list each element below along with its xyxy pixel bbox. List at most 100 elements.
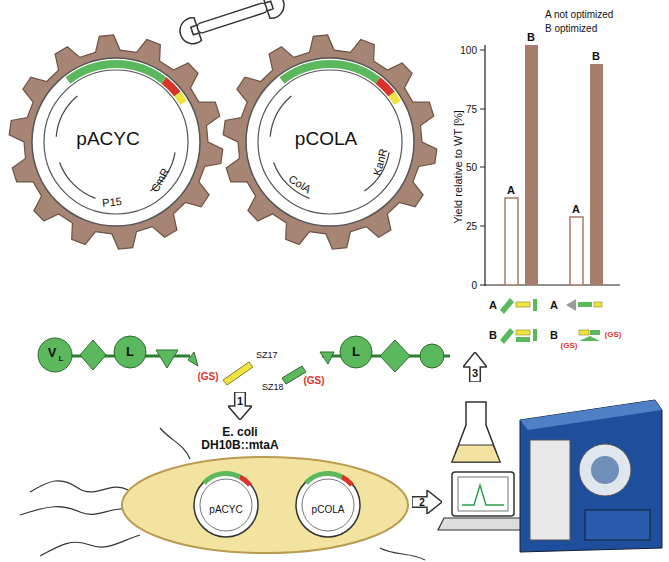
label: 0 [471,280,477,291]
gear-outline [223,35,437,249]
wrench-icon [196,2,268,34]
domain-chain [188,352,198,366]
ecoli-cell-shape [120,455,410,555]
label: (GS) [197,371,218,382]
plasmid-ring [44,70,188,214]
construct-icons [590,330,600,335]
gene-segment [68,64,164,81]
block-arrow [463,352,487,382]
node-text: P15 [102,195,123,209]
laptop-icon [458,477,508,511]
gene-arrow [60,163,96,199]
plasmid-circle: pCOLA [292,469,364,541]
construct-icons [500,298,602,344]
domain-chain [223,362,253,385]
node-text: 1 [237,395,243,407]
plasmid-ring [32,58,200,226]
laptop-icon [438,472,528,530]
plasmid-ring [246,58,414,226]
plasmid-ring [258,70,402,214]
gene-segment [378,81,392,95]
gene-segment [306,473,342,483]
plasmid-ring [296,473,360,537]
gene-segment [342,477,352,485]
cell-body [122,457,408,553]
construct-icons [594,302,602,307]
node-text: E. coli DH10B::mtaA [185,426,295,452]
domain-chain [320,352,334,364]
gene-arrow [270,96,291,137]
construct-icons [579,336,600,341]
label: L [59,355,64,364]
mass-spectrometer [579,444,631,496]
label: (GS) [605,331,622,340]
construct-icons [533,329,537,341]
flask-icon [452,445,500,462]
node-text: 3 [472,367,478,379]
step-arrow: 2 [412,490,442,514]
bar-chart [525,45,538,285]
domain-chain [38,336,450,385]
mass-spectrometer [520,400,662,552]
node-text: pACYC [76,129,139,150]
laptop-icon [438,518,528,530]
mass-spectrometer [520,400,662,430]
label: A not optimized [545,9,613,20]
label: A [550,299,558,311]
label: A [507,184,515,196]
block-arrow [412,490,442,514]
gene-segment [164,81,178,95]
mass-spectrometer [520,400,662,552]
bar-chart [505,198,518,285]
label: 100 [460,45,477,56]
label: 50 [466,162,477,173]
label: 75 [466,104,477,115]
bar-chart [480,226,485,227]
label: B [527,31,535,43]
construct-icons [516,302,530,307]
bar-chart [480,50,485,51]
bar-chart [484,45,485,286]
gene-arrow [56,96,77,137]
label: SZ18 [262,383,284,393]
step-arrow: 3 [463,352,487,382]
construct-icons [500,298,514,314]
gene-segment [204,473,240,483]
domain-chain [114,336,146,368]
construct-icons [578,302,592,307]
flagella [20,507,130,515]
gene-segment [282,64,378,81]
label: Yield relative to WT [%] [452,110,464,224]
wrench-icon [177,17,202,47]
bar-chart [480,109,485,110]
construct-icons [566,299,576,311]
label: B optimized [545,23,597,34]
flagella [380,548,425,560]
domain-chain [380,340,410,372]
domain-chain [420,344,444,368]
flask-icon [452,402,500,462]
ecoli-cell: E. coli DH10B::mtaApACYCpCOLA [120,455,410,555]
domain-chain [340,336,372,368]
gear-outline [9,35,223,249]
gene-segment [392,94,398,103]
plasmid-ring [302,479,354,531]
wrench-icon [262,0,287,19]
flagella [40,535,140,556]
label: A [489,299,497,311]
flagella [30,481,128,492]
construct-icons [516,330,530,335]
label: L [352,345,360,359]
block-arrow [228,392,252,420]
bar-chart [570,217,583,285]
gene-segment [178,94,184,103]
laptop-icon [452,472,514,516]
mass-spectrometer [585,510,650,540]
wrench-icon [177,0,288,47]
plasmid-gear: pACYCP15CmR [8,34,224,250]
plasmid-circle: pACYC [190,469,262,541]
node-text: 2 [419,497,425,508]
node-text: pCOLA [295,129,357,150]
label: B [592,50,600,62]
